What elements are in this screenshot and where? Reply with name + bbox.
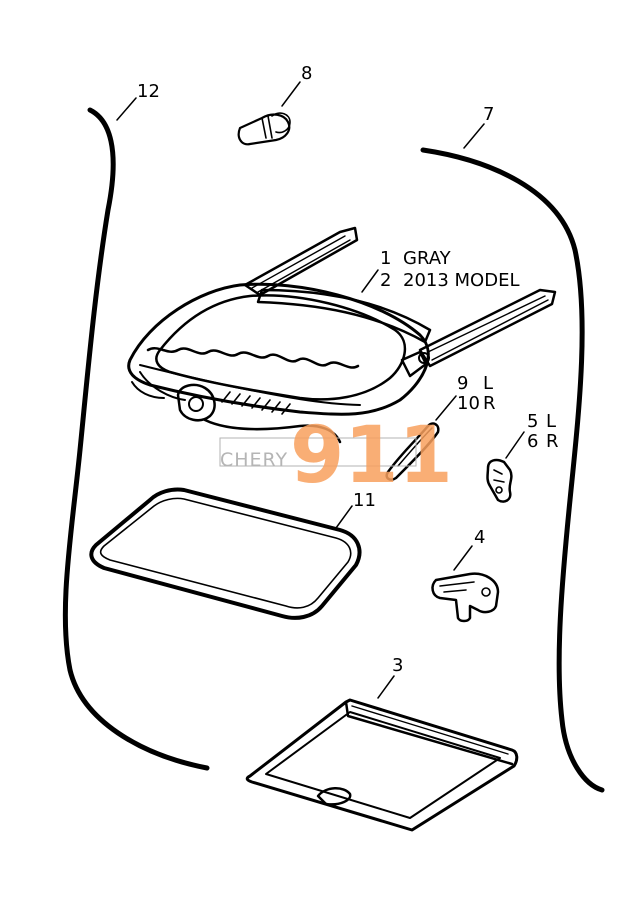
part-3-sunshade-tray <box>245 675 519 832</box>
part-8-connector <box>237 81 301 146</box>
part-7-drain-hose-right <box>420 123 605 793</box>
callout-9: 9 <box>457 373 468 394</box>
leader-1-2 <box>361 269 379 293</box>
callout-6: 6 <box>527 431 538 452</box>
callout-4: 4 <box>474 527 485 548</box>
part-11-glass-seal <box>89 487 362 620</box>
callout-10-side: R <box>483 393 496 414</box>
callout-2: 2 <box>380 270 391 291</box>
callout-5: 5 <box>527 411 538 432</box>
watermark: CHERY 911 <box>219 411 453 501</box>
callout-1-text: GRAY <box>403 248 452 269</box>
leader-3 <box>377 675 395 699</box>
callout-12: 12 <box>137 81 160 102</box>
callout-5-side: L <box>546 411 556 432</box>
part-4-bracket <box>431 545 500 623</box>
part-12-drain-hose-left <box>62 97 210 771</box>
callout-2-text: 2013 MODEL <box>403 270 520 291</box>
leader-4 <box>453 545 473 571</box>
part-1-2-sunroof-frame-assembly <box>127 226 557 444</box>
callout-11: 11 <box>353 490 376 511</box>
callout-6-side: R <box>546 431 559 452</box>
callout-labels: 12 8 7 1 GRAY 2 2013 MODEL 9 L 10 R 5 L … <box>137 63 559 676</box>
callout-3: 3 <box>392 655 403 676</box>
callout-10: 10 <box>457 393 480 414</box>
callout-9-side: L <box>483 373 493 394</box>
leader-9-10 <box>435 395 457 421</box>
part-5-6-clip <box>486 431 525 503</box>
leader-8 <box>281 81 301 107</box>
watermark-box <box>219 437 417 467</box>
leader-12 <box>116 97 137 121</box>
leader-5-6 <box>505 431 525 459</box>
callout-1: 1 <box>380 248 391 269</box>
leader-11 <box>335 505 353 529</box>
watermark-number: 911 <box>290 411 453 501</box>
leader-7 <box>463 123 485 149</box>
callout-7: 7 <box>483 104 494 125</box>
callout-8: 8 <box>301 63 312 84</box>
watermark-brand: CHERY <box>220 449 288 471</box>
